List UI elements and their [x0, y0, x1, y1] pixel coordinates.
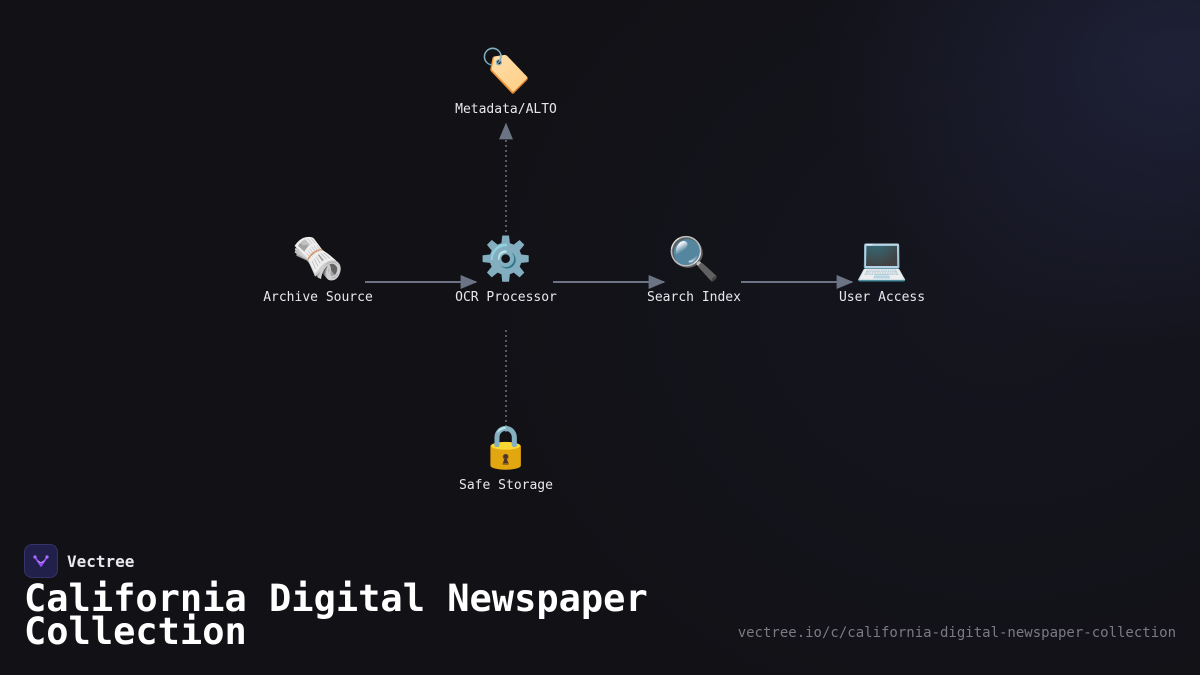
node-archive-source: 🗞️ Archive Source [228, 234, 408, 305]
gear-icon: ⚙️ [479, 234, 533, 283]
magnifier-icon: 🔍 [667, 234, 721, 283]
node-label: Metadata/ALTO [455, 102, 557, 117]
node-label: Archive Source [263, 290, 373, 305]
node-label: Search Index [647, 290, 741, 305]
node-label: User Access [838, 290, 926, 305]
vectree-logo-icon [24, 544, 58, 578]
brand: Vectree [24, 544, 134, 578]
node-label: OCR Processor [455, 290, 557, 305]
tag-icon: 🏷️ [479, 46, 533, 95]
lock-icon: 🔒 [479, 422, 533, 471]
node-ocr-processor: ⚙️ OCR Processor [416, 234, 596, 305]
node-user-access: 💻 User Access [792, 234, 972, 305]
newspaper-icon: 🗞️ [291, 234, 345, 283]
page-title: California Digital Newspaper Collection [24, 577, 648, 653]
laptop-icon: 💻 [855, 234, 909, 283]
node-safe-storage: 🔒 Safe Storage [416, 422, 596, 493]
page-url: vectree.io/c/california-digital-newspape… [737, 625, 1176, 641]
node-label: Safe Storage [459, 478, 553, 493]
node-search-index: 🔍 Search Index [604, 234, 784, 305]
brand-name: Vectree [67, 551, 135, 571]
node-metadata-alto: 🏷️ Metadata/ALTO [416, 46, 596, 117]
